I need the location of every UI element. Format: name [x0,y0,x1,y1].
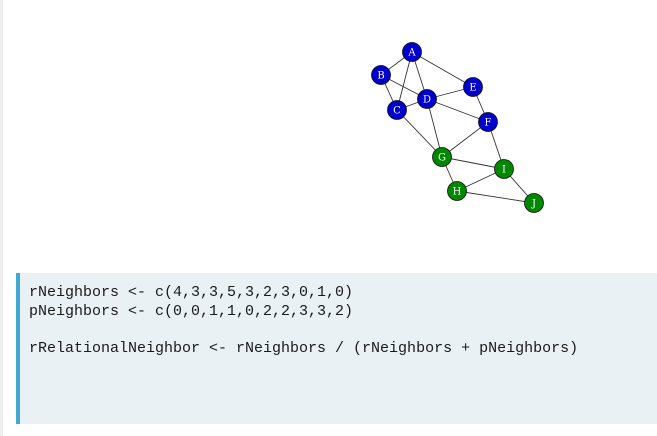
code-line: rRelationalNeighbor <- rNeighbors / (rNe… [29,340,579,357]
graph-edge-G-I [441,156,505,170]
code-block: rNeighbors <- c(4,3,3,5,3,2,3,0,1,0) pNe… [16,273,657,424]
network-graph-svg: A B C D E F G H I J [371,42,544,213]
graph-node-B [371,65,391,85]
graph-node-label-G: G [438,153,446,164]
graph-node-A [402,42,422,62]
graph-node-label-E: E [469,83,476,94]
graph-node-label-J: J [531,199,536,210]
graph-node-I [494,159,514,179]
graph-node-label-A: A [407,48,416,59]
left-border [0,0,3,436]
code-blank-line [29,321,657,339]
graph-node-label-F: F [485,118,492,129]
graph-node-E [463,77,483,97]
graph-node-H [447,181,467,201]
graph-edge-A-C [396,51,413,111]
graph-node-J [524,193,544,213]
code-line: rNeighbors <- c(4,3,3,5,3,2,3,0,1,0) [29,284,354,301]
graph-edge-D-F [426,98,489,123]
graph-edge-A-E [411,51,474,88]
graph-node-D [417,89,437,109]
graph-edge-H-J [456,190,535,204]
graph-edge-D-G [426,98,443,158]
code-line: pNeighbors <- c(0,0,1,1,0,2,2,3,3,2) [29,303,354,320]
graph-node-label-D: D [423,95,431,106]
graph-node-C [387,100,407,120]
graph-node-F [478,112,498,132]
graph-node-label-I: I [502,165,506,176]
network-graph: A B C D E F G H I J [360,38,550,218]
graph-node-label-H: H [453,187,462,198]
graph-edge-C-G [396,109,443,158]
graph-node-label-C: C [393,106,401,117]
graph-node-label-B: B [377,71,384,82]
graph-node-G [432,147,452,167]
